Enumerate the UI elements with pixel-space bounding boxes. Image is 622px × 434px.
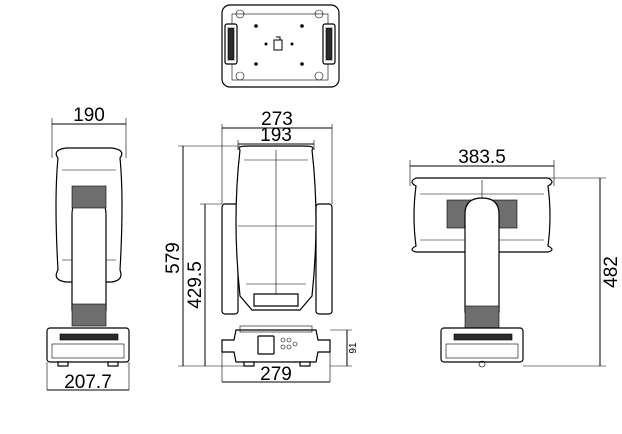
dim-front-lens-width: 193: [260, 125, 292, 146]
dim-right-total-height: 482: [601, 256, 622, 288]
dim-front-yoke-height: 429.5: [185, 261, 206, 309]
dim-head-length: 383.5: [458, 147, 506, 168]
side-view-fixture: [46, 147, 130, 367]
dim-front-base-width: 279: [260, 364, 292, 385]
dim-side-width: 190: [73, 105, 105, 126]
dim-side-base-width: 207.7: [64, 372, 112, 393]
dim-front-base-height: 91: [348, 342, 359, 354]
front-dims: [178, 124, 352, 383]
top-view-base: [221, 4, 340, 88]
dim-front-width: 273: [261, 109, 293, 130]
right-view-fixture: [411, 177, 553, 368]
dim-front-total-height: 579: [163, 242, 184, 274]
front-view-fixture: [221, 145, 333, 367]
side-dims: [46, 118, 130, 391]
right-dims: [409, 160, 606, 367]
